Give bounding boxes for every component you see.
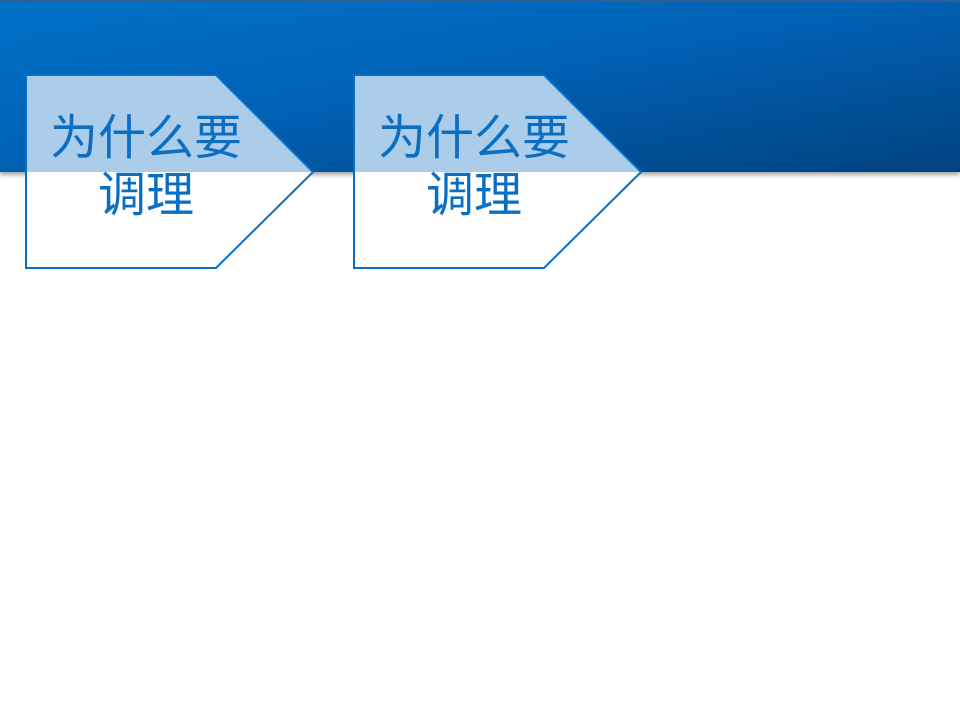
card-2-title: 为什么要 调理 xyxy=(354,110,594,224)
header-top-line xyxy=(0,0,960,2)
card-1-line1: 为什么要 xyxy=(49,110,242,166)
card-1-title: 为什么要 调理 xyxy=(26,110,266,224)
card-1-line2: 调理 xyxy=(97,167,194,223)
chevron-card-2 xyxy=(353,74,643,269)
chevron-card-1 xyxy=(25,74,315,269)
card-2-line1: 为什么要 xyxy=(377,110,570,166)
card-2-line2: 调理 xyxy=(425,167,522,223)
